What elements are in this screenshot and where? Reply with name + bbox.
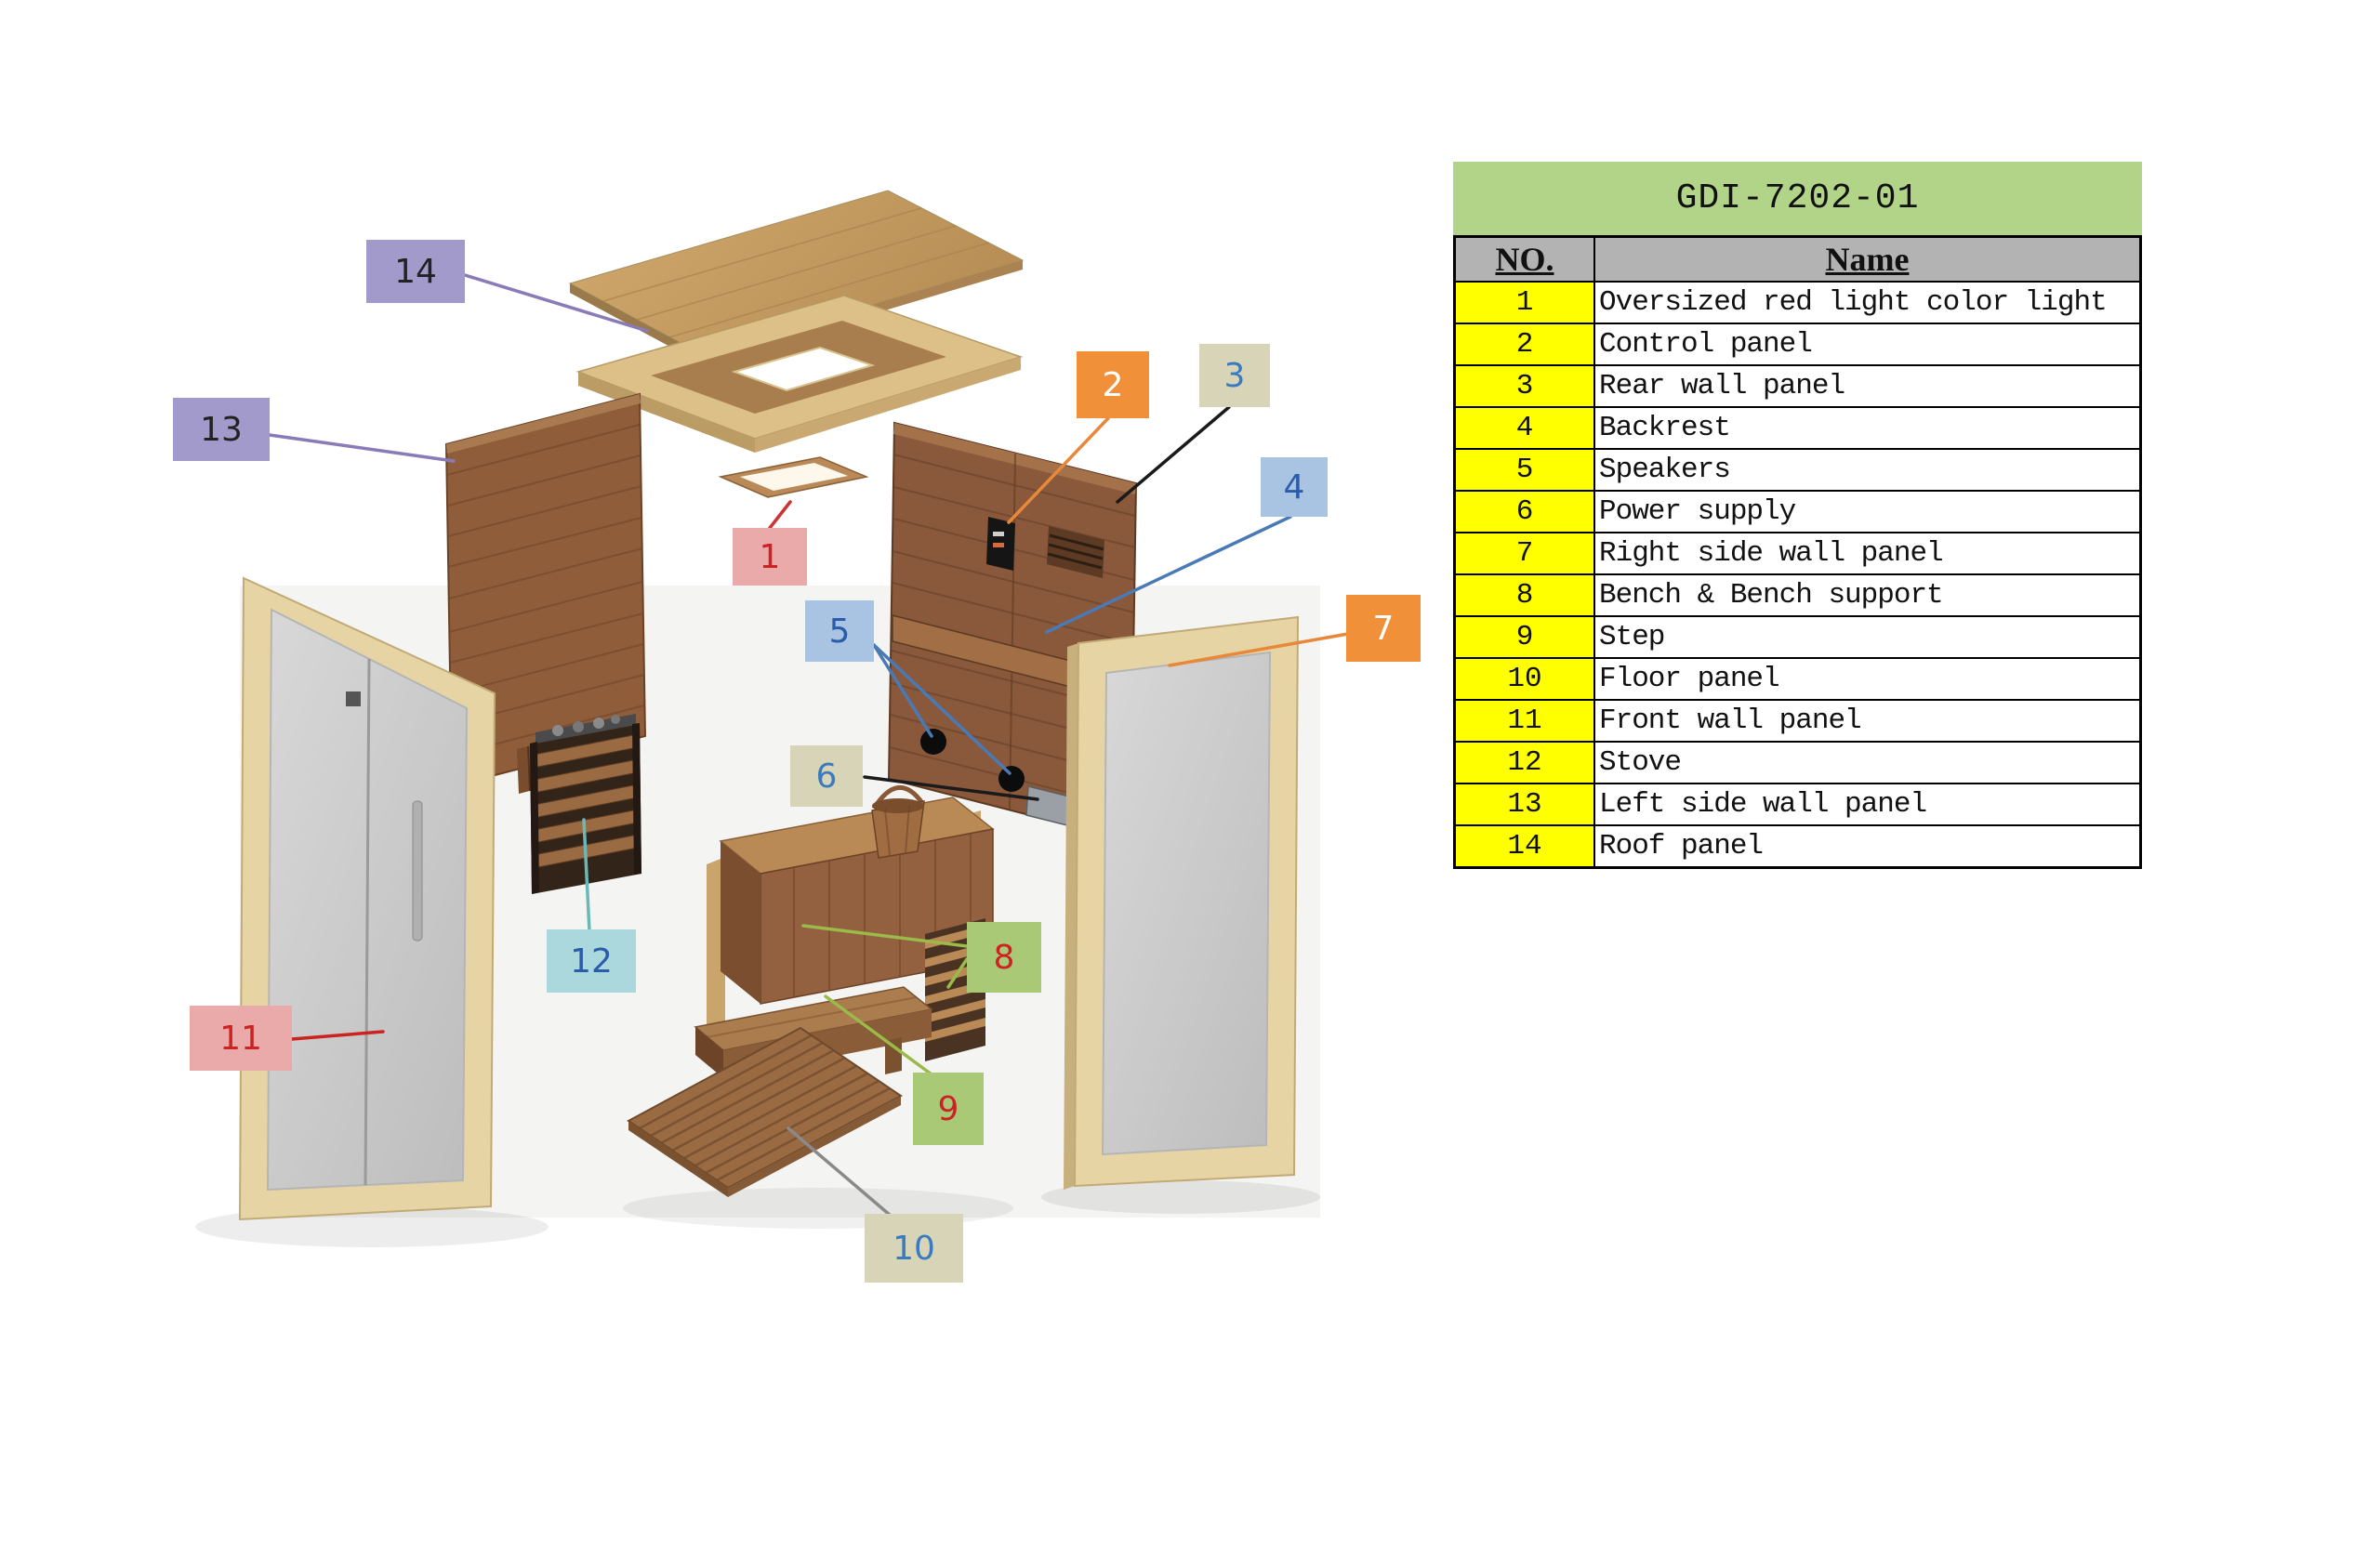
leader-line-5b (872, 643, 1012, 775)
row-no: 14 (1453, 824, 1595, 869)
row-name: Power supply (1593, 490, 2142, 533)
speaker-right (998, 766, 1025, 792)
callout-2: 2 (1077, 351, 1149, 418)
row-name: Control panel (1593, 323, 2142, 366)
row-name: Stove (1593, 741, 2142, 784)
right-wall-part (1064, 615, 1300, 1190)
row-no: 6 (1453, 490, 1595, 533)
callout-3: 3 (1199, 344, 1270, 407)
door-handle (412, 800, 423, 942)
row-name: Step (1593, 615, 2142, 659)
leader-line-13 (268, 433, 456, 463)
callout-9: 9 (913, 1073, 984, 1145)
bucket (871, 784, 925, 859)
leader-line-10 (787, 1126, 892, 1218)
callout-8: 8 (967, 922, 1041, 993)
callout-10: 10 (865, 1214, 963, 1283)
row-no: 8 (1453, 573, 1595, 617)
col-header-no: NO. (1453, 235, 1595, 283)
row-name: Speakers (1593, 448, 2142, 492)
door-lock (346, 691, 361, 706)
callout-11: 11 (190, 1006, 292, 1071)
row-no: 5 (1453, 448, 1595, 492)
leader-line-3 (1116, 405, 1231, 504)
row-name: Right side wall panel (1593, 532, 2142, 575)
leader-lines (268, 273, 1350, 1218)
control-panel-part (986, 517, 1015, 571)
callout-5: 5 (805, 600, 874, 662)
col-header-name: Name (1593, 235, 2142, 283)
leader-line-5a (872, 643, 933, 738)
row-no: 13 (1453, 783, 1595, 826)
red-light-part (718, 456, 869, 498)
row-no: 2 (1453, 323, 1595, 366)
row-name: Rear wall panel (1593, 364, 2142, 408)
leader-line-9 (824, 994, 933, 1076)
callout-4: 4 (1261, 457, 1328, 517)
table-header-row: NO. Name (1453, 235, 2142, 283)
leader-line-2 (1007, 416, 1110, 524)
callout-1: 1 (733, 528, 807, 586)
row-no: 3 (1453, 364, 1595, 408)
table-title: GDI-7202-01 (1453, 162, 2142, 235)
speaker-left (920, 729, 946, 755)
row-no: 9 (1453, 615, 1595, 659)
leader-line-8b (946, 957, 969, 989)
leader-line-7 (1168, 632, 1350, 667)
leader-line-1 (768, 500, 792, 530)
leader-line-14 (463, 273, 649, 333)
vent-part (1047, 526, 1104, 578)
leader-line-12 (582, 818, 591, 933)
leader-line-4 (1045, 515, 1292, 634)
row-no: 10 (1453, 657, 1595, 701)
row-name: Oversized red light color light (1593, 281, 2142, 324)
callout-6: 6 (790, 745, 863, 807)
row-name: Front wall panel (1593, 699, 2142, 743)
callout-12: 12 (547, 929, 636, 993)
row-no: 11 (1453, 699, 1595, 743)
row-name: Left side wall panel (1593, 783, 2142, 826)
row-no: 1 (1453, 281, 1595, 324)
row-no: 4 (1453, 406, 1595, 450)
row-name: Bench & Bench support (1593, 573, 2142, 617)
row-name: Floor panel (1593, 657, 2142, 701)
row-no: 12 (1453, 741, 1595, 784)
floor-panel-part (627, 1026, 903, 1197)
leader-line-11 (290, 1030, 385, 1041)
callout-14: 14 (366, 240, 465, 303)
callout-13: 13 (173, 398, 270, 461)
front-wall-part (238, 576, 496, 1221)
row-name: Backrest (1593, 406, 2142, 450)
roof-frame-part (575, 295, 1024, 453)
leader-line-8a (801, 924, 969, 948)
callout-7: 7 (1346, 595, 1421, 662)
row-no: 7 (1453, 532, 1595, 575)
row-name: Roof panel (1593, 824, 2142, 869)
leader-line-6 (863, 775, 1039, 801)
